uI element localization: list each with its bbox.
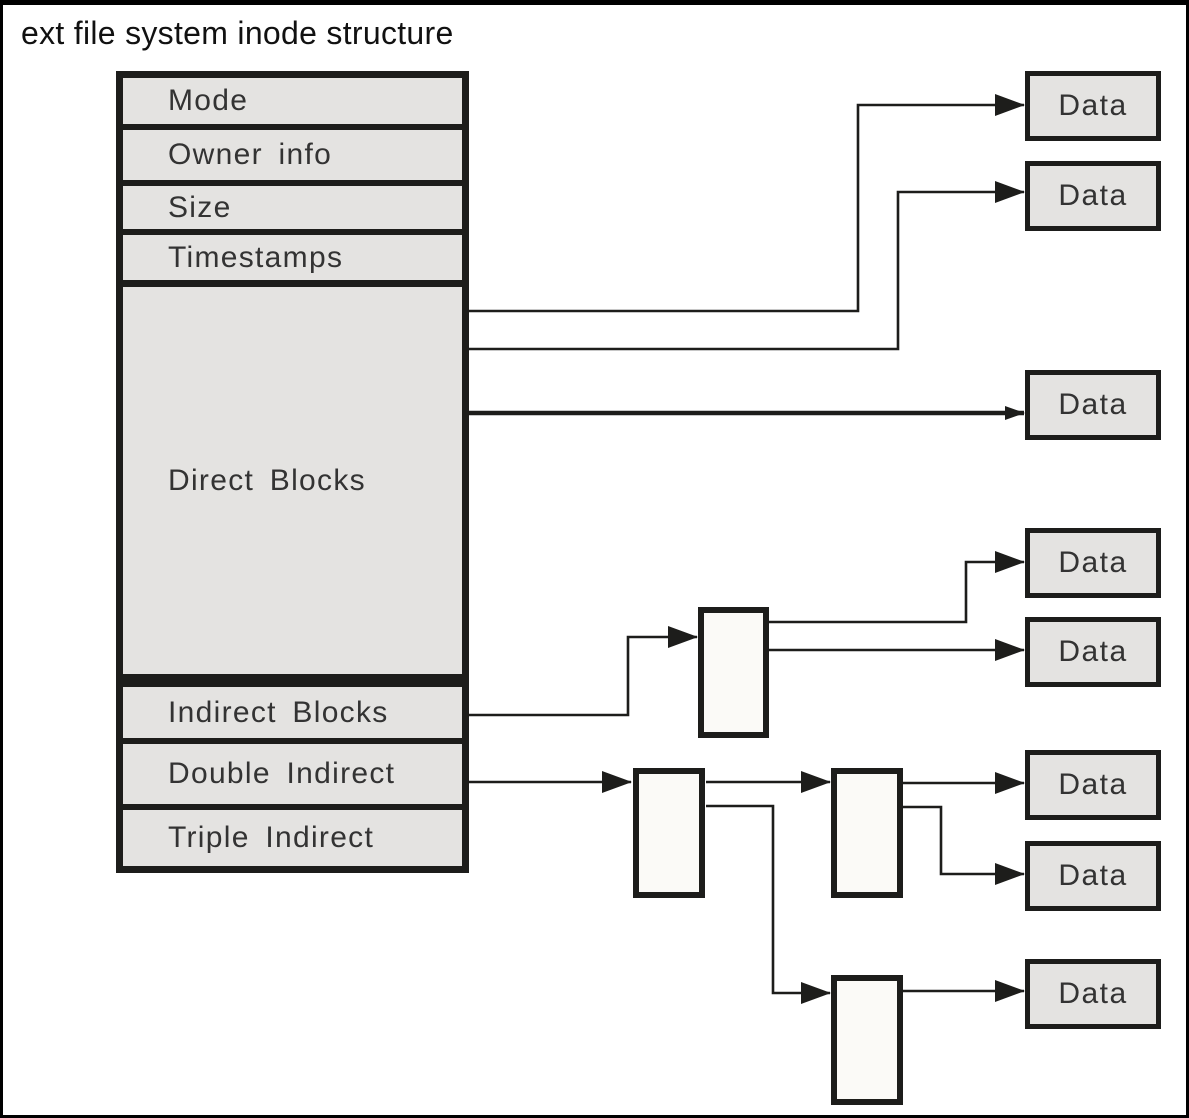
inode-row-double-indirect: Double Indirect xyxy=(123,744,462,804)
inode-row-label: Size xyxy=(168,190,232,224)
data-block-1: Data xyxy=(1025,71,1161,141)
double-indirect-level1-pointer-block xyxy=(633,768,705,898)
diagram-title: ext file system inode structure xyxy=(21,15,454,51)
inode-row-direct-blocks: Direct Blocks xyxy=(123,287,462,674)
single-indirect-pointer-block xyxy=(698,607,769,738)
connector-arrows xyxy=(469,94,1025,1004)
data-block-4: Data xyxy=(1025,528,1161,598)
data-block-5: Data xyxy=(1025,617,1161,687)
double-indirect-level2-pointer-block-b xyxy=(831,975,903,1105)
data-block-label: Data xyxy=(1058,179,1128,212)
data-block-label: Data xyxy=(1058,977,1128,1010)
data-block-6: Data xyxy=(1025,750,1161,820)
data-block-label: Data xyxy=(1058,546,1128,579)
inode-row-label: Owner info xyxy=(168,138,333,171)
inode-row-indirect-blocks: Indirect Blocks xyxy=(123,687,462,738)
arrow-l2a-to-data-7 xyxy=(903,805,1025,885)
inode-row-label: Direct Blocks xyxy=(168,463,366,497)
inode-row-triple-indirect: Triple Indirect xyxy=(123,810,462,866)
inode-row-label: Mode xyxy=(168,84,249,117)
arrow-double-l1-to-l2b xyxy=(706,804,831,1004)
inode-row-size: Size xyxy=(123,186,462,229)
data-block-8: Data xyxy=(1025,959,1161,1029)
arrow-indirect-to-block xyxy=(469,626,698,717)
data-block-label: Data xyxy=(1058,388,1128,421)
inode-row-mode: Mode xyxy=(123,78,462,124)
inode-table: Mode Owner info Size Timestamps Direct B… xyxy=(116,71,469,873)
data-block-label: Data xyxy=(1058,859,1128,892)
inode-row-label: Indirect Blocks xyxy=(168,695,389,729)
inode-row-label: Triple Indirect xyxy=(168,821,375,854)
data-block-label: Data xyxy=(1058,635,1128,668)
double-indirect-level2-pointer-block-a xyxy=(831,768,903,898)
data-block-7: Data xyxy=(1025,841,1161,911)
data-block-3: Data xyxy=(1025,370,1161,440)
data-block-label: Data xyxy=(1058,89,1128,122)
arrow-direct-to-data-2 xyxy=(469,181,1025,351)
inode-row-timestamps: Timestamps xyxy=(123,235,462,280)
inode-row-label: Timestamps xyxy=(168,240,344,274)
inode-row-label: Double Indirect xyxy=(168,757,396,790)
arrow-direct-to-data-1 xyxy=(469,94,1025,313)
inode-row-owner-info: Owner info xyxy=(123,130,462,180)
data-block-2: Data xyxy=(1025,161,1161,231)
data-block-label: Data xyxy=(1058,768,1128,801)
arrow-indirect-block-to-data-4 xyxy=(769,551,1025,624)
